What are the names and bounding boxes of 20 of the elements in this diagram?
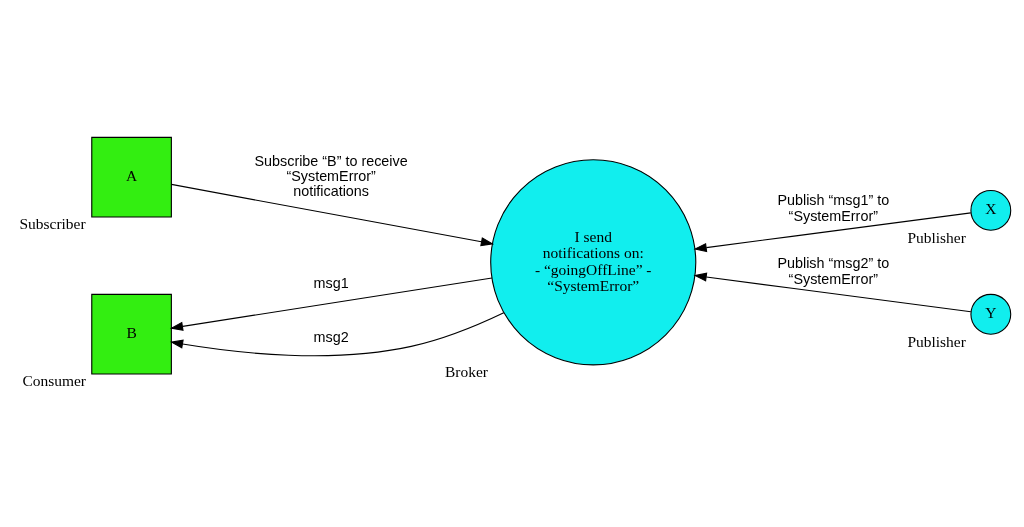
node-label: Broker: [445, 362, 489, 380]
edge-label: Subscribe “B” to receive “SystemError” notifications: [254, 152, 408, 199]
node-circle: Y: [970, 293, 1012, 335]
node-label: Subscriber: [19, 214, 86, 232]
node-box: B: [91, 293, 172, 375]
node-label: Consumer: [22, 371, 86, 389]
edge-label: Publish “msg1” to “SystemError”: [777, 191, 890, 224]
node-circle: X: [970, 189, 1012, 231]
edge-label: msg1: [313, 274, 349, 291]
arrow: [169, 311, 505, 356]
arrow: [693, 272, 972, 312]
node-label: Publisher: [907, 228, 966, 246]
edge-label: Publish “msg2” to “SystemError”: [777, 254, 890, 287]
node-circle: I send notifications on: - “goingOffLine” - “SystemError”: [490, 158, 697, 365]
arrow: [170, 183, 495, 246]
node-box: A: [91, 136, 172, 218]
arrow: [693, 211, 972, 252]
arrow: [169, 276, 493, 331]
edge-label: msg2: [313, 328, 349, 345]
node-label: Publisher: [907, 332, 966, 350]
